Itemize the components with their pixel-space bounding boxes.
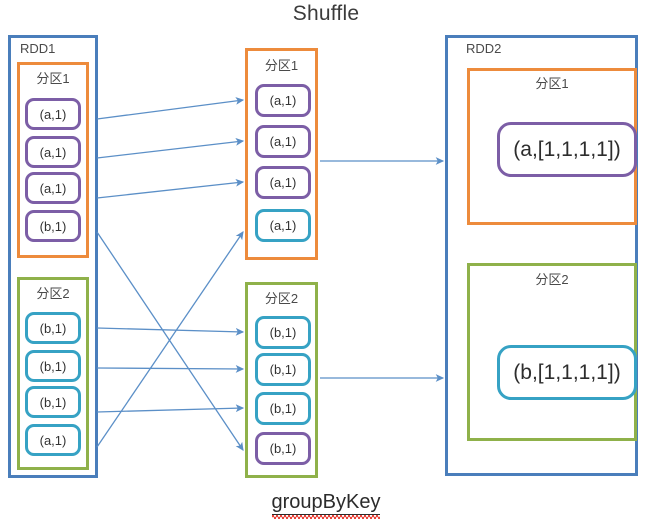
rdd2-p1-result: (a,[1,1,1,1]) xyxy=(497,122,637,177)
operation-label: groupByKey xyxy=(0,491,652,515)
shuffle-p1-cell-1: (a,1) xyxy=(255,84,311,117)
rdd1-p2-cell-3: (b,1) xyxy=(25,386,81,418)
arrow-b3-to-shuffle-p2-3 xyxy=(96,404,245,413)
arrow-b2-to-shuffle-p2-2 xyxy=(96,365,245,373)
rdd1-p1-cell-4: (b,1) xyxy=(25,210,81,242)
shuffle-p2-cell-3: (b,1) xyxy=(255,392,311,425)
rdd1-p2-cell-4: (a,1) xyxy=(25,424,81,456)
arrow-a2-to-shuffle-p1-2 xyxy=(96,137,245,159)
shuffle-p2-cell-4: (b,1) xyxy=(255,432,311,465)
rdd1-p2-cell-2: (b,1) xyxy=(25,350,81,382)
rdd1-p1-cell-2: (a,1) xyxy=(25,136,81,168)
shuffle-partition-1-label: 分区1 xyxy=(264,58,299,73)
arrow-a3-to-shuffle-p1-3 xyxy=(96,178,245,199)
rdd1-label: RDD1 xyxy=(20,41,56,56)
shuffle-p1-cell-2: (a,1) xyxy=(255,125,311,158)
rdd1-partition-2-label: 分区2 xyxy=(36,286,70,301)
arrow-a1-to-shuffle-p1-1 xyxy=(96,97,245,120)
arrow-a4-to-shuffle-p1-4 xyxy=(96,231,244,448)
rdd1-p2-cell-1: (b,1) xyxy=(25,312,81,344)
rdd2-partition-1-label: 分区1 xyxy=(535,76,569,91)
rdd1-partition-1-label: 分区1 xyxy=(36,71,70,86)
rdd2-label: RDD2 xyxy=(466,41,502,56)
rdd1-p1-cell-3: (a,1) xyxy=(25,172,81,204)
page-title: Shuffle xyxy=(292,2,360,25)
arrow-b-to-shuffle-p2-4 xyxy=(96,231,244,451)
shuffle-p2-cell-2: (b,1) xyxy=(255,353,311,386)
operation-label-text: groupByKey xyxy=(271,491,381,515)
rdd2-partition-2-label: 分区2 xyxy=(535,272,569,287)
shuffle-p2-cell-1: (b,1) xyxy=(255,316,311,349)
rdd2-p2-result: (b,[1,1,1,1]) xyxy=(497,345,637,400)
shuffle-p1-cell-4: (a,1) xyxy=(255,209,311,242)
shuffle-p1-cell-3: (a,1) xyxy=(255,166,311,199)
arrow-b1-to-shuffle-p2-1 xyxy=(96,327,245,336)
rdd1-p1-cell-1: (a,1) xyxy=(25,98,81,130)
shuffle-partition-2-label: 分区2 xyxy=(264,291,299,306)
